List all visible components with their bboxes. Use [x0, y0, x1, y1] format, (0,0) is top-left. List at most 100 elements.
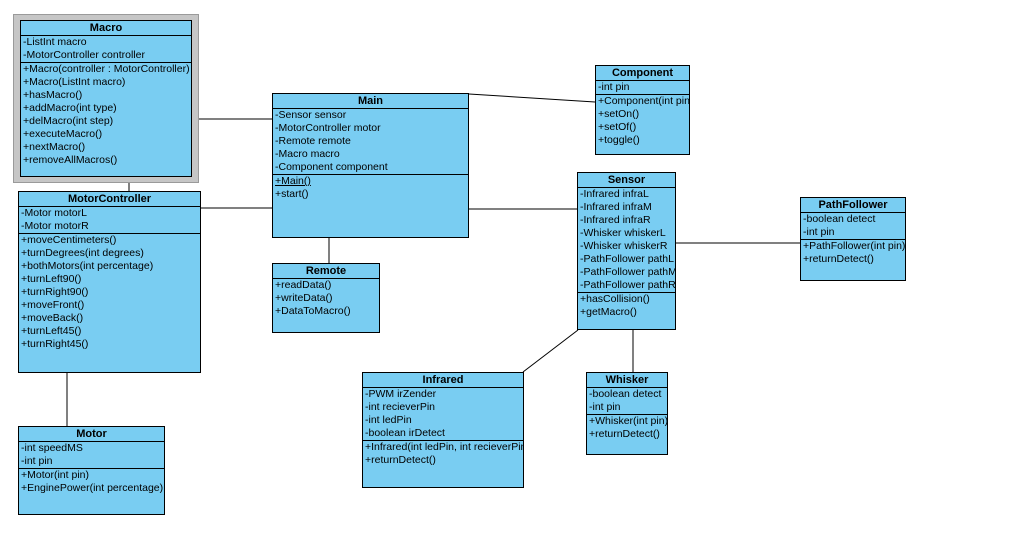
class-title-motor: Motor: [19, 427, 164, 442]
attribute-row: -Macro macro: [275, 148, 340, 160]
attribute-row: -Component component: [275, 161, 388, 173]
class-box-whisker[interactable]: Whisker-boolean detect-int pin+Whisker(i…: [586, 372, 668, 455]
attribute-row: -MotorController controller: [23, 49, 145, 61]
method-row: +moveCentimeters(): [21, 234, 117, 246]
attribute-row: -Sensor sensor: [275, 109, 347, 121]
method-row: +moveFront(): [21, 299, 85, 311]
class-box-sensor[interactable]: Sensor-Infrared infraL-Infrared infraM-I…: [577, 172, 676, 330]
method-row: +toggle(): [598, 134, 640, 146]
attribute-row: -int pin: [598, 81, 630, 93]
attribute-row: -Whisker whiskerR: [580, 240, 668, 252]
method-row: +hasCollision(): [580, 293, 650, 305]
attributes-compartment: -Sensor sensor-MotorController motor-Rem…: [273, 109, 468, 175]
method-row: +turnDegrees(int degrees): [21, 247, 144, 259]
class-box-pathfollower[interactable]: PathFollower-boolean detect-int pin+Path…: [800, 197, 906, 281]
method-row: +addMacro(int type): [23, 102, 117, 114]
connection-sensor-infrared[interactable]: [522, 329, 579, 373]
methods-compartment: +Component(int pin)+setOn()+setOf()+togg…: [596, 95, 689, 147]
method-row: +turnLeft90(): [21, 273, 82, 285]
method-row: +PathFollower(int pin): [803, 240, 905, 252]
class-box-component[interactable]: Component-int pin+Component(int pin)+set…: [595, 65, 690, 155]
class-box-main[interactable]: Main-Sensor sensor-MotorController motor…: [272, 93, 469, 238]
attribute-row: -ListInt macro: [23, 36, 87, 48]
class-box-motorcontroller[interactable]: MotorController-Motor motorL-Motor motor…: [18, 191, 201, 373]
attribute-row: -Infrared infraL: [580, 188, 649, 200]
attribute-row: -int recieverPin: [365, 401, 436, 413]
method-row: +Component(int pin): [598, 95, 689, 107]
methods-compartment: +Whisker(int pin)+returnDetect(): [587, 415, 667, 441]
attribute-row: -Motor motorL: [21, 207, 87, 219]
class-box-motor[interactable]: Motor-int speedMS-int pin+Motor(int pin)…: [18, 426, 165, 515]
method-row: +turnRight90(): [21, 286, 89, 298]
method-row: +turnRight45(): [21, 338, 89, 350]
method-row: +moveBack(): [21, 312, 84, 324]
methods-compartment: +Macro(controller : MotorController)+Mac…: [21, 63, 191, 167]
method-row: +Whisker(int pin): [589, 415, 667, 427]
method-row: +returnDetect(): [589, 428, 660, 440]
attribute-row: -int speedMS: [21, 442, 83, 454]
attribute-row: -PWM irZender: [365, 388, 437, 400]
connection-main-component[interactable]: [468, 93, 596, 103]
method-row: +returnDetect(): [365, 454, 436, 466]
attribute-row: -int pin: [589, 401, 621, 413]
attribute-row: -Infrared infraM: [580, 201, 652, 213]
methods-compartment: +Motor(int pin)+EnginePower(int percenta…: [19, 469, 164, 495]
method-row: +executeMacro(): [23, 128, 103, 140]
method-row: +removeAllMacros(): [23, 154, 118, 166]
attribute-row: -Whisker whiskerL: [580, 227, 666, 239]
method-row: +hasMacro(): [23, 89, 83, 101]
attributes-compartment: -int pin: [596, 81, 689, 95]
class-title-remote: Remote: [273, 264, 379, 279]
attribute-row: -boolean irDetect: [365, 427, 445, 439]
class-title-whisker: Whisker: [587, 373, 667, 388]
attribute-row: -MotorController motor: [275, 122, 381, 134]
methods-compartment: +readData()+writeData()+DataToMacro(): [273, 279, 379, 318]
attribute-row: -PathFollower pathL: [580, 253, 674, 265]
class-title-infrared: Infrared: [363, 373, 523, 388]
attribute-row: -PathFollower pathM: [580, 266, 675, 278]
method-row: +DataToMacro(): [275, 305, 351, 317]
attribute-row: -PathFollower pathR: [580, 279, 675, 291]
class-title-macro: Macro: [21, 21, 191, 36]
method-row: +bothMotors(int percentage): [21, 260, 154, 272]
attribute-row: -int pin: [21, 455, 53, 467]
attributes-compartment: -PWM irZender-int recieverPin-int ledPin…: [363, 388, 523, 441]
class-box-infrared[interactable]: Infrared-PWM irZender-int recieverPin-in…: [362, 372, 524, 488]
attributes-compartment: -boolean detect-int pin: [801, 213, 905, 240]
method-row: +writeData(): [275, 292, 333, 304]
attribute-row: -int ledPin: [365, 414, 412, 426]
methods-compartment: +PathFollower(int pin)+returnDetect(): [801, 240, 905, 266]
attribute-row: -boolean detect: [589, 388, 662, 400]
method-row: +setOf(): [598, 121, 637, 133]
class-box-remote[interactable]: Remote+readData()+writeData()+DataToMacr…: [272, 263, 380, 333]
method-row: +returnDetect(): [803, 253, 874, 265]
method-row: +start(): [275, 188, 309, 200]
attribute-row: -Remote remote: [275, 135, 351, 147]
methods-compartment: +Main()+start(): [273, 175, 468, 201]
attributes-compartment: -int speedMS-int pin: [19, 442, 164, 469]
class-title-pathfollower: PathFollower: [801, 198, 905, 213]
attribute-row: -boolean detect: [803, 213, 876, 225]
method-row: +readData(): [275, 279, 332, 291]
method-row: +turnLeft45(): [21, 325, 82, 337]
attribute-row: -Motor motorR: [21, 220, 89, 232]
attributes-compartment: -boolean detect-int pin: [587, 388, 667, 415]
method-row: +Motor(int pin): [21, 469, 89, 481]
class-box-macro[interactable]: Macro-ListInt macro-MotorController cont…: [20, 20, 192, 177]
method-row: +nextMacro(): [23, 141, 86, 153]
class-title-motorcontroller: MotorController: [19, 192, 200, 207]
attributes-compartment: -Infrared infraL-Infrared infraM-Infrare…: [578, 188, 675, 293]
method-row: +delMacro(int step): [23, 115, 114, 127]
attribute-row: -int pin: [803, 226, 835, 238]
attributes-compartment: -Motor motorL-Motor motorR: [19, 207, 200, 234]
methods-compartment: +Infrared(int ledPin, int recieverPin)+r…: [363, 441, 523, 467]
attribute-row: -Infrared infraR: [580, 214, 651, 226]
method-row: +EnginePower(int percentage): [21, 482, 164, 494]
methods-compartment: +moveCentimeters()+turnDegrees(int degre…: [19, 234, 200, 351]
method-row: +setOn(): [598, 108, 640, 120]
class-title-component: Component: [596, 66, 689, 81]
method-row: +Infrared(int ledPin, int recieverPin): [365, 441, 523, 453]
class-title-sensor: Sensor: [578, 173, 675, 188]
